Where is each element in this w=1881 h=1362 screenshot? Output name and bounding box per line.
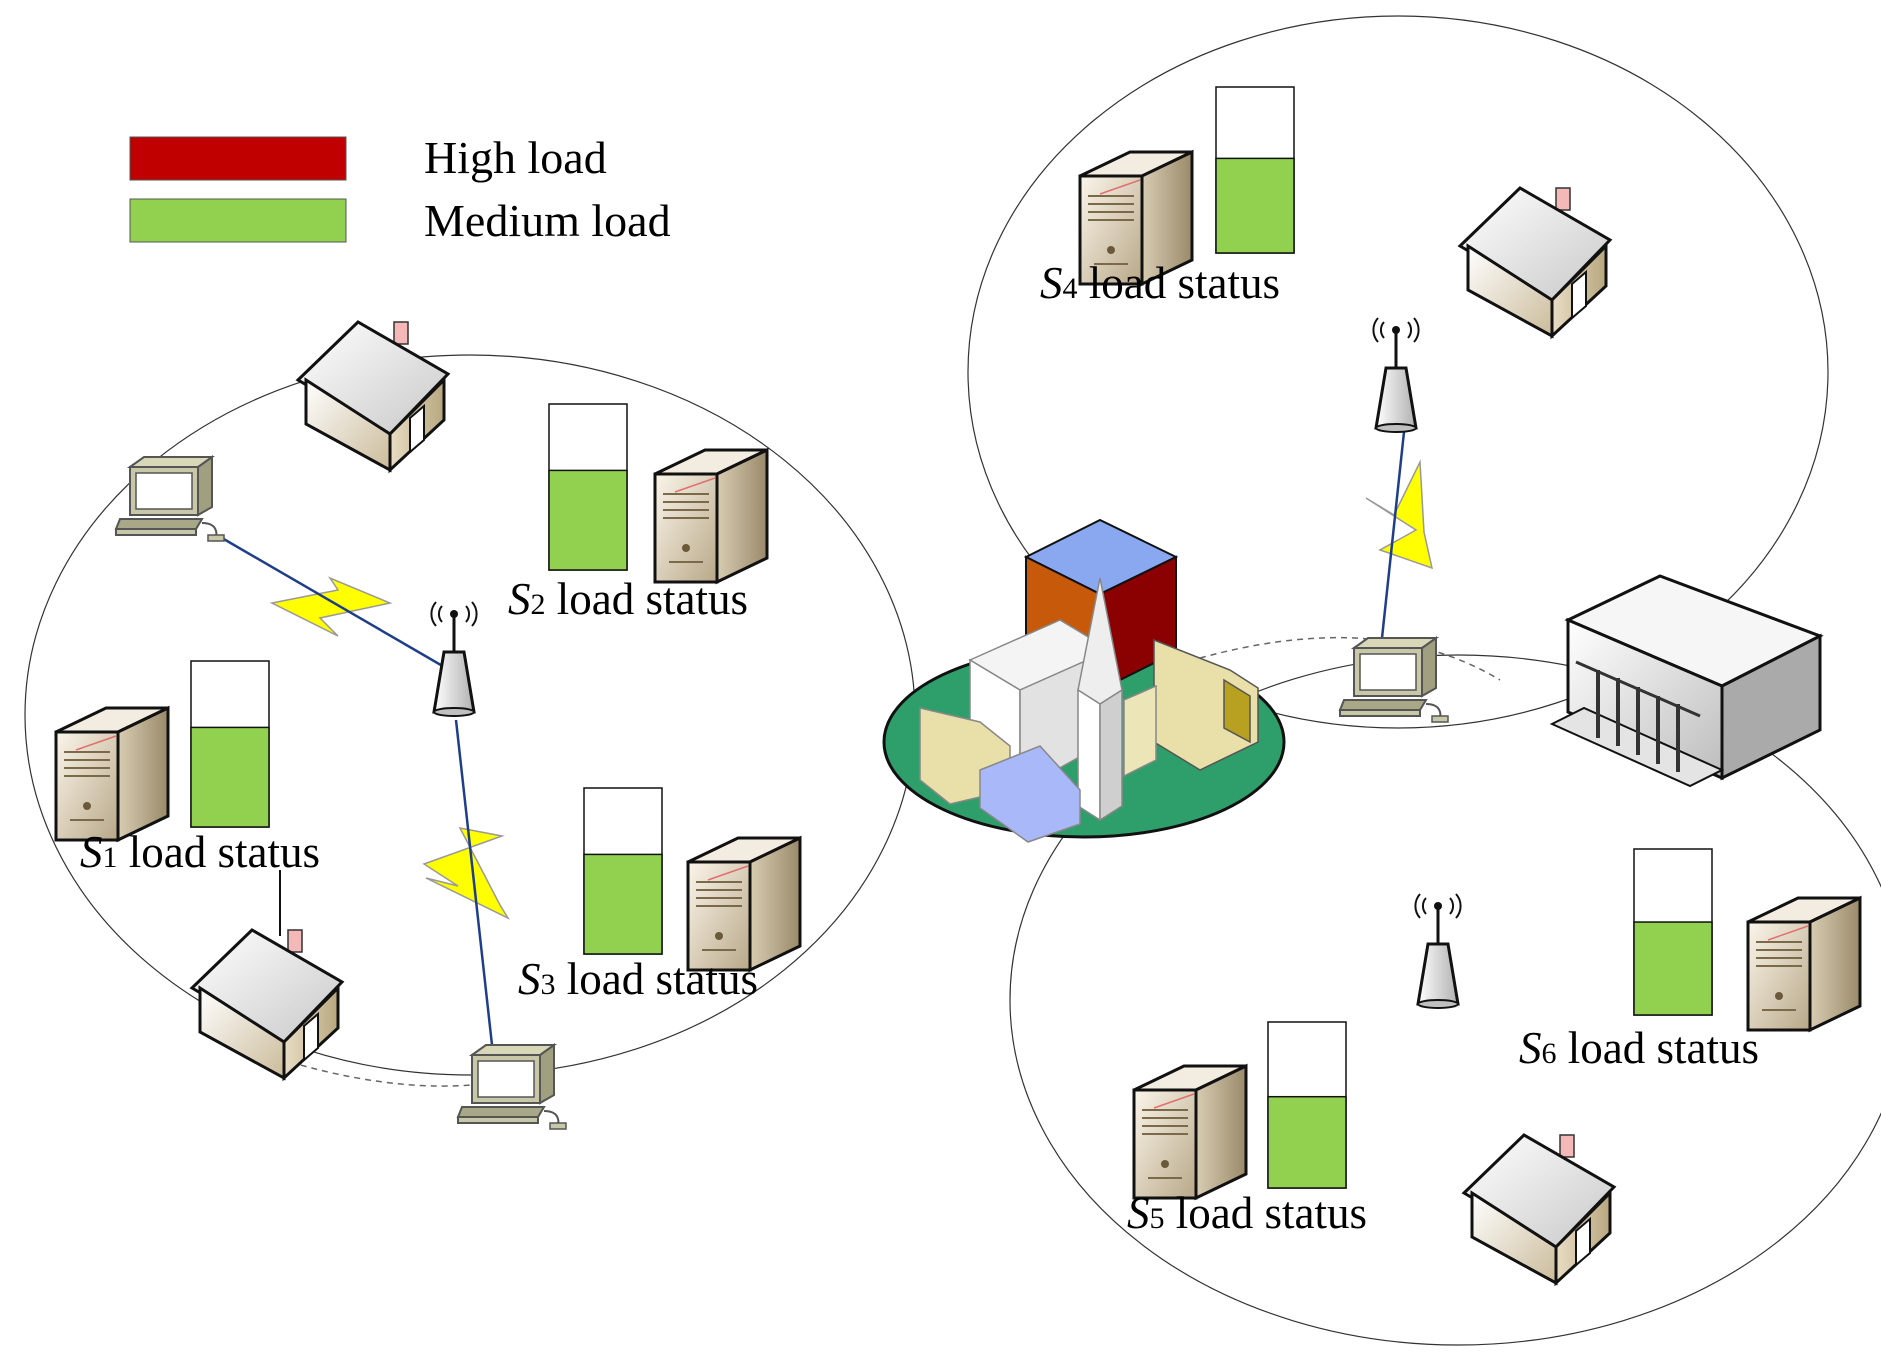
load-status-s6: S6 load status <box>1519 848 1759 1073</box>
load-status-s3: S3 load status <box>518 787 758 1004</box>
wireless-link-icon <box>1365 459 1434 570</box>
load-bar-fill <box>1215 157 1295 254</box>
server-number: 5 <box>1150 1202 1165 1235</box>
server-name: S <box>1040 258 1063 308</box>
house-icon <box>1462 1133 1616 1285</box>
antenna-tower-icon <box>429 600 479 718</box>
load-status-text: load status <box>1557 1023 1759 1073</box>
legend-medium-label: Medium load <box>424 195 671 246</box>
legend-medium-swatch <box>129 198 347 243</box>
coverage-area-top-right <box>967 15 1829 729</box>
load-status-s1: S1 load status <box>80 660 320 877</box>
server-name: S <box>1519 1023 1542 1073</box>
load-status-text: load status <box>1078 258 1280 308</box>
server-number: 1 <box>103 841 118 874</box>
load-status-label: S1 load status <box>80 827 320 877</box>
load-status-label: S3 load status <box>518 954 758 1004</box>
server-tower-icon <box>686 836 802 972</box>
link-dashed-left <box>289 1061 521 1087</box>
legend-high-swatch <box>129 136 347 181</box>
server-number: 3 <box>541 968 556 1001</box>
antenna-tower-icon <box>1371 316 1421 434</box>
load-status-text: load status <box>118 827 320 877</box>
house-icon <box>1458 186 1612 338</box>
load-bar-fill <box>548 469 628 571</box>
load-status-s5: S5 load status <box>1127 1021 1367 1238</box>
load-status-label: S6 load status <box>1519 1023 1759 1073</box>
city-hub-icon <box>882 518 1286 843</box>
server-number: 4 <box>1063 272 1078 305</box>
link-line <box>221 536 447 670</box>
load-bar-fill <box>190 726 270 828</box>
load-status-label: S2 load status <box>508 574 748 624</box>
server-tower-icon <box>1746 896 1862 1032</box>
office-building-icon <box>1549 574 1824 788</box>
server-tower-icon <box>1132 1064 1248 1200</box>
desktop-computer-icon <box>115 456 225 542</box>
load-status-text: load status <box>546 574 748 624</box>
antenna-tower-icon <box>1413 892 1463 1010</box>
wireless-link-icon <box>422 826 510 920</box>
server-name: S <box>518 954 541 1004</box>
load-bar-fill <box>1633 921 1713 1016</box>
desktop-computer-icon <box>457 1044 567 1130</box>
load-status-text: load status <box>556 954 758 1004</box>
house-icon <box>296 320 450 472</box>
server-number: 6 <box>1542 1037 1557 1070</box>
load-status-label: S4 load status <box>1040 258 1280 308</box>
server-number: 2 <box>531 588 546 621</box>
link-line <box>454 719 494 1046</box>
load-status-text: load status <box>1165 1188 1367 1238</box>
link-line <box>1380 431 1406 639</box>
load-bar-fill <box>583 853 663 955</box>
load-status-label: S5 load status <box>1127 1188 1367 1238</box>
load-status-s2: S2 load status <box>508 403 748 624</box>
wireless-link-icon <box>269 576 393 637</box>
load-status-s4: S4 load status <box>1040 86 1295 308</box>
server-name: S <box>80 827 103 877</box>
load-bar-fill <box>1267 1095 1347 1189</box>
desktop-computer-icon <box>1339 637 1449 723</box>
coverage-area-bottom-right <box>1009 654 1881 1346</box>
server-tower-icon <box>653 448 769 584</box>
server-name: S <box>508 574 531 624</box>
legend: High load Medium load <box>129 132 671 246</box>
server-tower-icon <box>54 706 170 842</box>
house-icon <box>190 928 344 1080</box>
server-name: S <box>1127 1188 1150 1238</box>
legend-high-label: High load <box>424 132 607 183</box>
